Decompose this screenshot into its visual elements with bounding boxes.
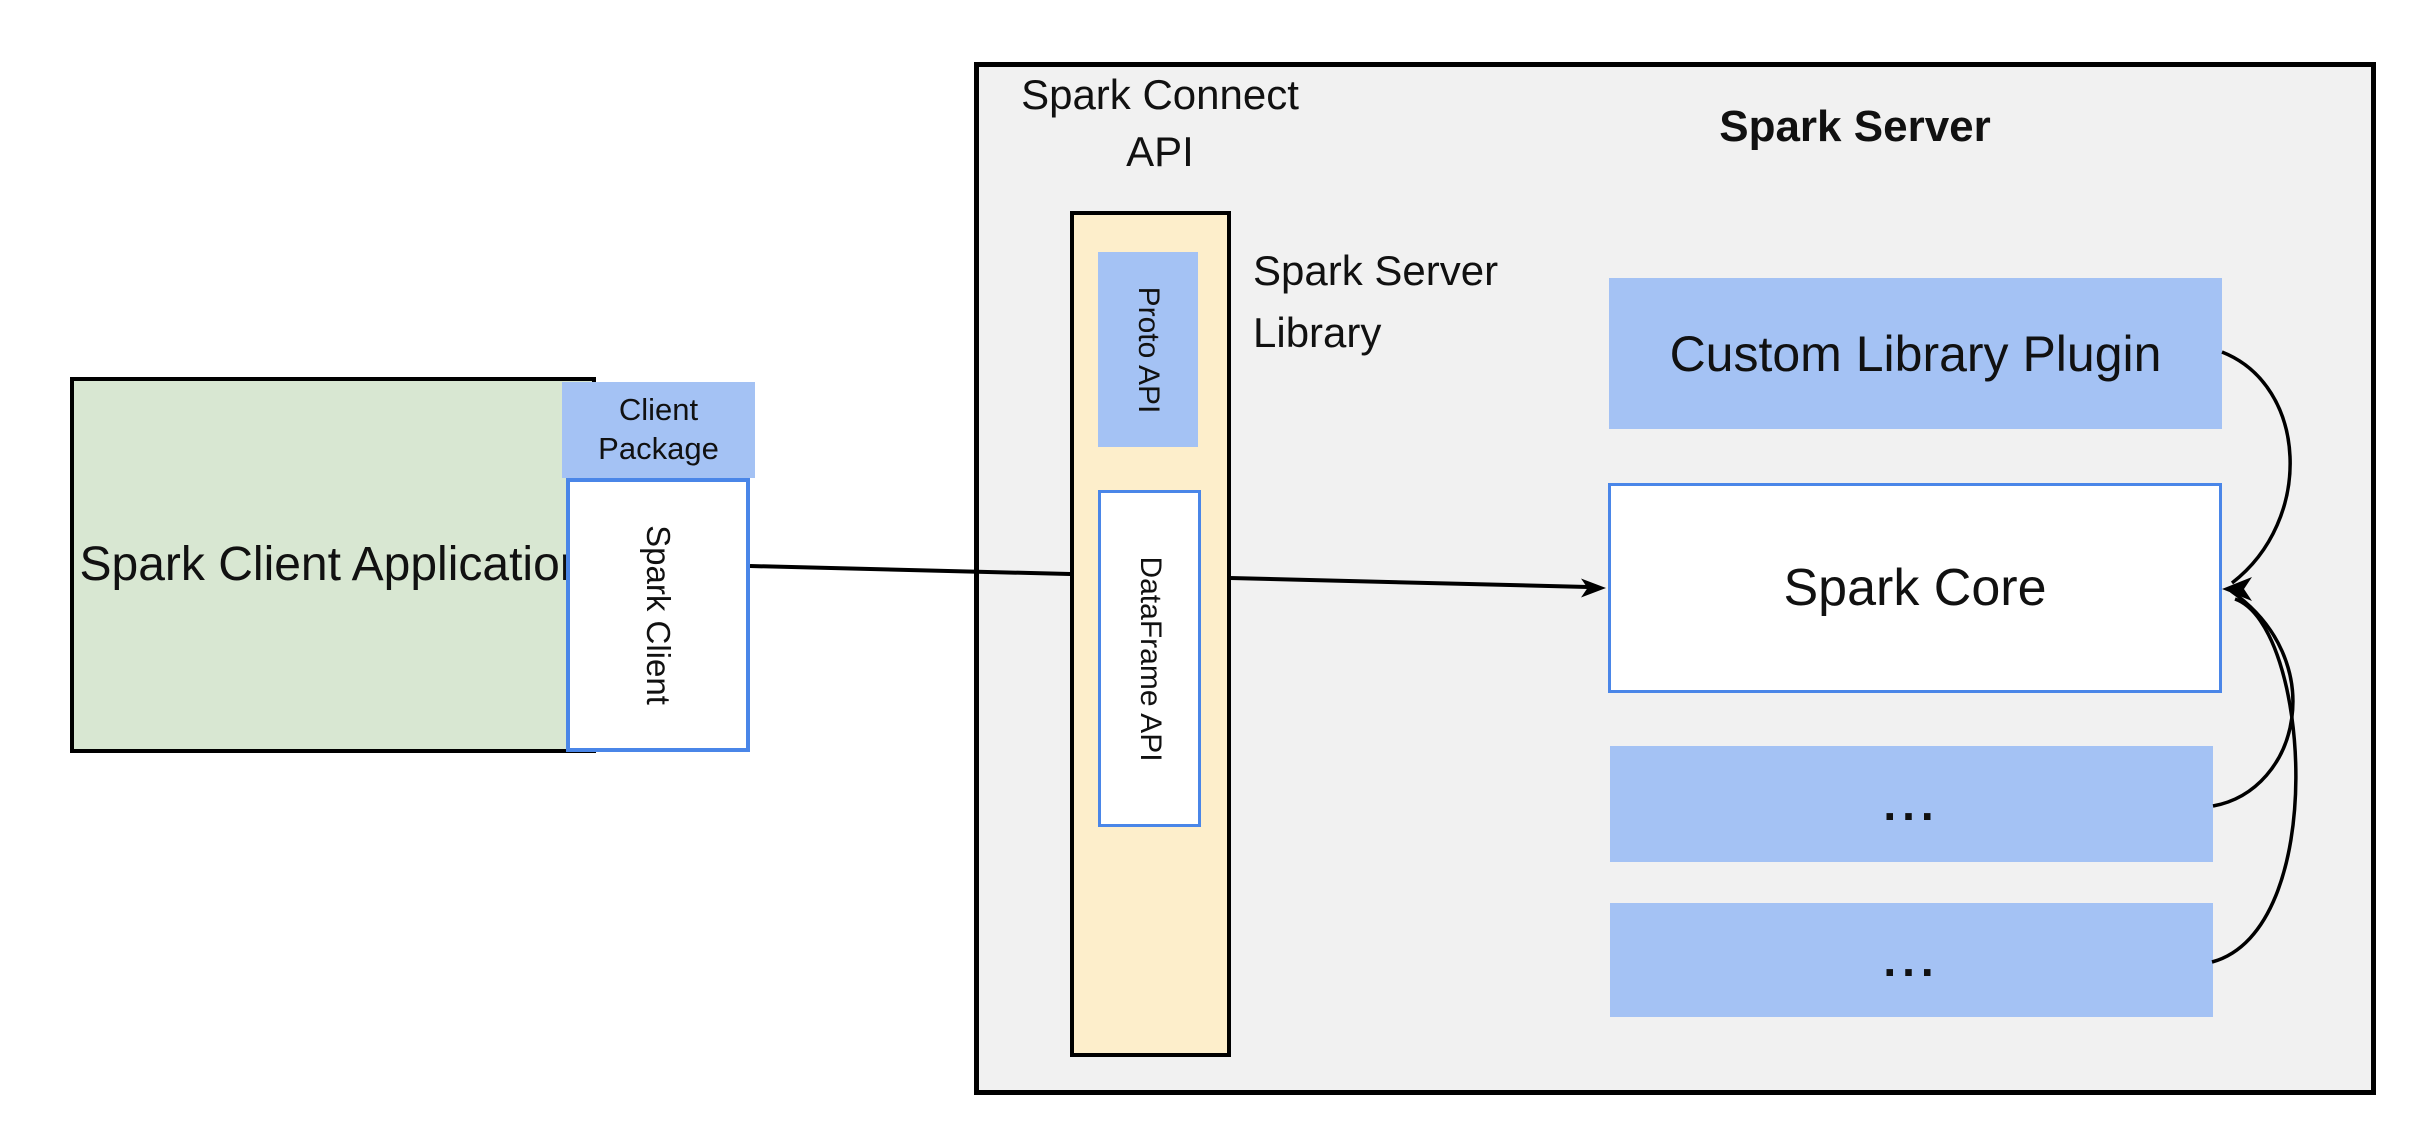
- ellipsis-label-2: ...: [1883, 934, 1940, 986]
- spark-client-application-label: Spark Client Application: [79, 537, 587, 591]
- spark-server-library-label: Spark Server Library: [1253, 247, 1499, 357]
- proto-api-box: Proto API: [1098, 252, 1198, 447]
- spark-client-application-box: Spark Client Application: [70, 377, 596, 753]
- custom-library-plugin-box: Custom Library Plugin: [1609, 278, 2222, 429]
- spark-client-box: Spark Client: [566, 478, 750, 752]
- spark-connect-api-label: Spark Connect API: [1021, 71, 1299, 175]
- other-plugin-box-2: ...: [1610, 903, 2213, 1017]
- dataframe-api-box: DataFrame API: [1098, 490, 1201, 827]
- dataframe-api-label: DataFrame API: [1133, 555, 1167, 762]
- client-package-label: Client Package: [598, 392, 719, 466]
- ellipsis-label-1: ...: [1883, 778, 1940, 830]
- proto-api-label: Proto API: [1132, 286, 1165, 413]
- custom-library-plugin-label: Custom Library Plugin: [1669, 325, 2162, 382]
- spark-client-label: Spark Client: [640, 525, 677, 705]
- spark-core-label: Spark Core: [1783, 559, 2047, 617]
- client-package-box: Client Package: [562, 382, 755, 478]
- spark-server-title: Spark Server: [1719, 102, 1991, 151]
- spark-core-box: Spark Core: [1608, 483, 2222, 693]
- other-plugin-box-1: ...: [1610, 746, 2213, 862]
